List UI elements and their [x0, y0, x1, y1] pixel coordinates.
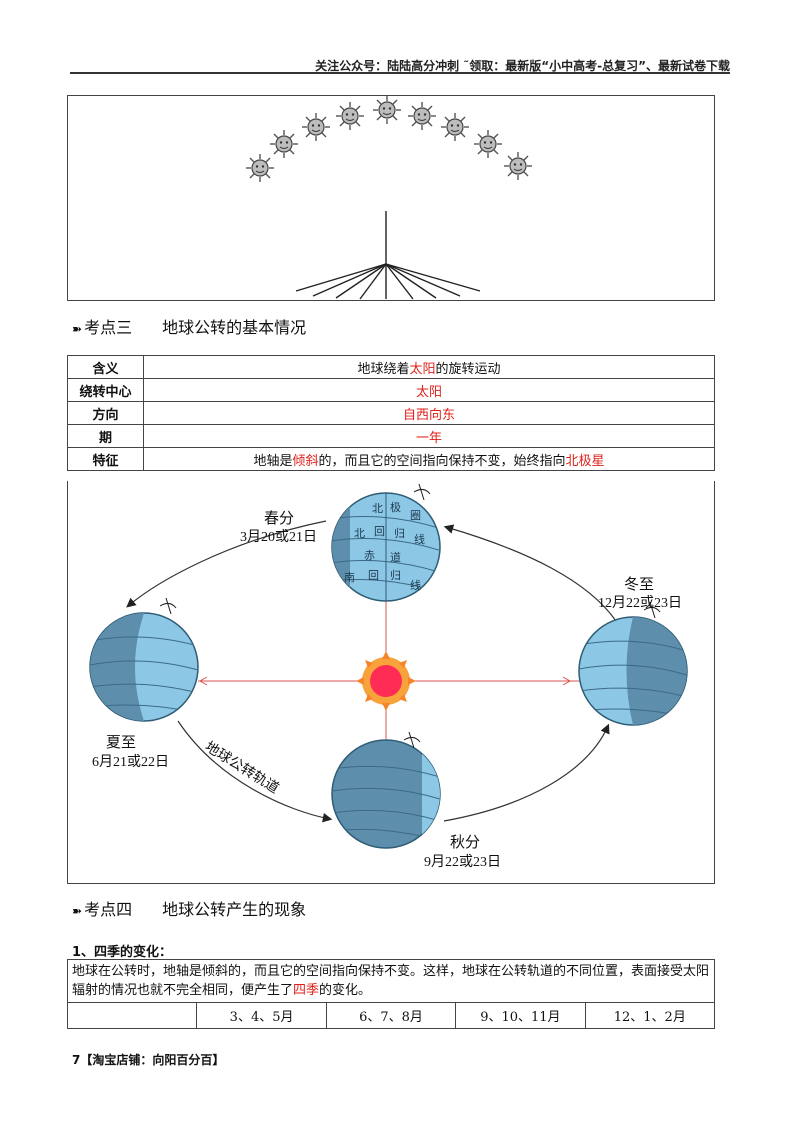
- season-row-label: [66, 1002, 198, 1029]
- svg-text:北: 北: [372, 502, 383, 515]
- earth-orbit-diagram: 北 极 圈 北 回 归 线 赤 道 南 回 归 线: [89, 483, 688, 870]
- earth-axis-icon: [413, 483, 431, 501]
- page-header: 关注公众号：陆陆高分冲刺 ˜领取：最新版“小中高考-总复习”、最新试卷下载: [315, 59, 730, 73]
- spring-equinox-globe: [331, 492, 441, 602]
- gnomon-shadow-lines: [295, 211, 481, 300]
- summer-date-label: 6月21或22日: [92, 754, 169, 770]
- row-key: 特征: [67, 447, 144, 471]
- section-label: 考点四: [84, 900, 133, 919]
- row-key: 期: [67, 424, 144, 448]
- plain-text: 的，而且它的空间指向保持不变，始终指向: [318, 453, 566, 469]
- svg-text:回: 回: [368, 569, 379, 582]
- svg-text:极: 极: [390, 500, 401, 514]
- section-label: 考点三: [84, 318, 133, 337]
- svg-text:归: 归: [394, 526, 405, 540]
- row-value: 太阳: [143, 378, 715, 402]
- arrow-icon: ➽: [72, 904, 83, 918]
- spring-name-label: 春分: [264, 510, 294, 527]
- earth-axis-icon: [403, 731, 421, 749]
- svg-text:圈: 圈: [410, 509, 421, 522]
- plain-text: 的旋转运动: [435, 361, 501, 377]
- highlight-text: 太阳: [415, 384, 442, 400]
- section-title-text: 地球公转的基本情况: [162, 318, 307, 337]
- row-value: 地轴是倾斜的，而且它的空间指向保持不变，始终指向北极星: [143, 447, 715, 471]
- table-row: 方向 自西向东: [67, 401, 715, 425]
- row-value: 地球绕着太阳的旋转运动: [143, 355, 715, 379]
- axis-arrow-left: [198, 676, 208, 686]
- header-divider: [70, 72, 730, 74]
- highlight-text: 自西向东: [402, 407, 455, 423]
- sun-position-icon: [335, 101, 365, 131]
- row-value: 自西向东: [143, 401, 715, 425]
- revolution-basics-table: 含义地球绕着太阳的旋转运动绕转中心太阳方向自西向东期一年特征地轴是倾斜的，而且它…: [67, 355, 715, 471]
- table-row: 特征地轴是倾斜的，而且它的空间指向保持不变，始终指向北极星: [67, 447, 715, 471]
- months-cell: 12、1、2月: [584, 1002, 716, 1029]
- plain-text: 地轴是: [253, 453, 293, 469]
- sun-position-icon: [269, 129, 299, 159]
- summer-solstice-globe: [89, 612, 199, 722]
- orbit-path: [126, 520, 617, 823]
- svg-text:回: 回: [374, 525, 385, 538]
- row-key: 含义: [67, 355, 144, 379]
- sun-position-icon: [473, 129, 503, 159]
- autumn-date-label: 9月22或23日: [424, 854, 501, 870]
- months-cell: 9、10、11月: [455, 1002, 586, 1029]
- svg-text:北: 北: [354, 527, 365, 540]
- sun-path-illustration: [245, 95, 533, 300]
- seasons-subheading: 1、四季的变化：: [72, 945, 173, 960]
- orbit-diagram-box: 北 极 圈 北 回 归 线 赤 道 南 回 归 线: [67, 481, 715, 884]
- highlight-text: 北极星: [565, 453, 605, 469]
- sun-icon: [356, 651, 416, 711]
- svg-text:道: 道: [390, 550, 401, 564]
- winter-name-label: 冬至: [624, 576, 654, 593]
- sun-position-icon: [407, 101, 437, 131]
- arrow-icon: ➽: [72, 322, 83, 336]
- sun-position-icon: [372, 95, 402, 125]
- autumn-name-label: 秋分: [450, 834, 480, 851]
- winter-solstice-globe: [578, 616, 688, 726]
- row-key: 绕转中心: [67, 378, 144, 402]
- svg-text:赤: 赤: [364, 549, 375, 562]
- section-three-heading: ➽考点三 地球公转的基本情况: [72, 314, 306, 338]
- earth-axis-icon: [643, 601, 661, 619]
- axis-arrow-right: [562, 676, 572, 686]
- sun-position-icon: [440, 112, 470, 142]
- winter-date-label: 12月22或23日: [598, 595, 682, 611]
- seasons-description: 地球在公转时，地轴是倾斜的，而且它的空间指向保持不变。这样，地球在公转轨道的不同…: [67, 959, 715, 1003]
- seasons-table: 地球在公转时，地轴是倾斜的，而且它的空间指向保持不变。这样，地球在公转轨道的不同…: [66, 959, 716, 1029]
- highlight-text: 太阳: [409, 361, 436, 377]
- sun-path-figure: [67, 95, 715, 301]
- highlight-text: 一年: [415, 430, 442, 446]
- globe-latitude-labels: 北 极 圈 北 回 归 线 赤 道 南 回 归 线: [344, 500, 425, 592]
- earth-axis-icon: [159, 597, 177, 615]
- table-row: 绕转中心 太阳: [67, 378, 715, 402]
- table-row: 期 一年: [67, 424, 715, 448]
- spring-date-label: 3月20或21日: [240, 529, 317, 545]
- highlight-text: 倾斜: [292, 453, 319, 469]
- autumn-equinox-globe: [331, 739, 441, 849]
- summer-name-label: 夏至: [106, 735, 136, 751]
- months-cell: 3、4、5月: [196, 1002, 327, 1029]
- sun-position-icon: [301, 112, 331, 142]
- svg-text:归: 归: [390, 568, 401, 582]
- row-key: 方向: [67, 401, 144, 425]
- section-four-heading: ➽考点四 地球公转产生的现象: [72, 896, 306, 920]
- page-footer: 7【淘宝店铺：向阳百分百】: [72, 1053, 225, 1067]
- row-value: 一年: [143, 424, 715, 448]
- svg-text:线: 线: [410, 578, 421, 592]
- table-row: 含义地球绕着太阳的旋转运动: [67, 355, 715, 379]
- svg-text:南: 南: [344, 571, 355, 584]
- sun-position-icon: [503, 151, 533, 181]
- orbit-label: 地球公转轨道: [202, 739, 282, 797]
- seasons-highlight: 四季: [293, 983, 320, 998]
- sun-position-icon: [245, 153, 275, 183]
- months-cell: 6、7、8月: [325, 1002, 457, 1029]
- svg-text:线: 线: [414, 532, 425, 546]
- section-title-text: 地球公转产生的现象: [162, 900, 307, 919]
- plain-text: 地球绕着: [357, 361, 410, 377]
